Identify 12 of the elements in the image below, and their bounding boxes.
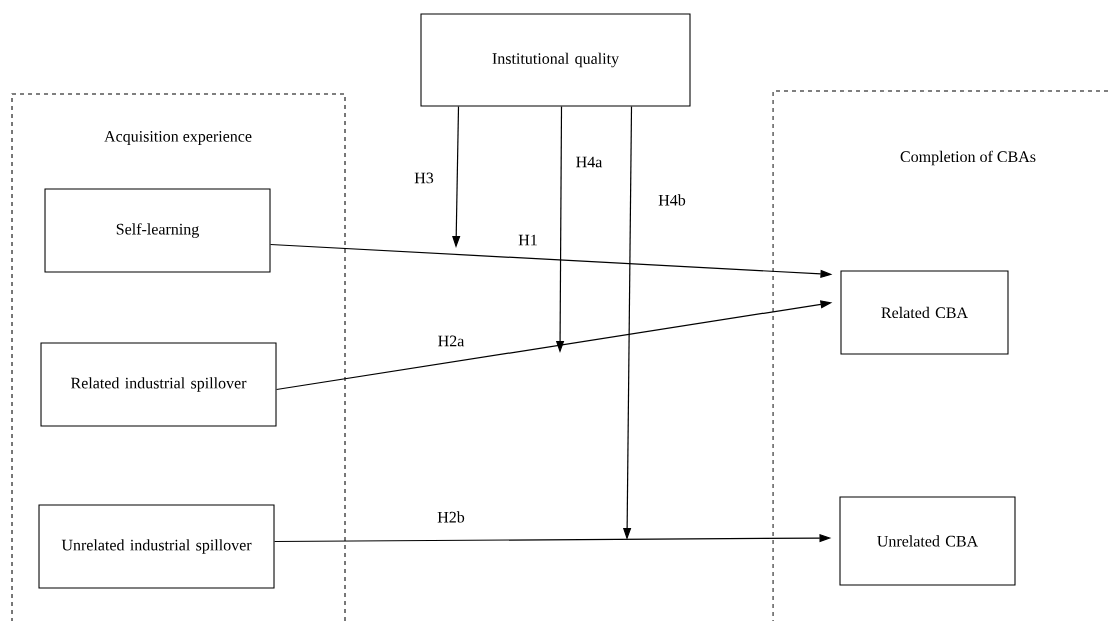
box: Related CBA <box>840 270 1009 355</box>
box: Unrelated CBA <box>839 496 1016 586</box>
edge-label: H4a <box>574 155 604 169</box>
edge-label: H2a <box>436 334 466 348</box>
box: Self-learning <box>44 188 271 273</box>
edge-label: H4b <box>656 193 688 207</box>
box: Related industrial spillover <box>40 342 277 427</box>
edge-label: H3 <box>412 171 436 185</box>
edge-label: H2b <box>435 510 467 524</box>
box: Institutional quality <box>420 13 691 107</box>
edge-label: H1 <box>516 233 540 247</box>
box: Unrelated industrial spillover <box>38 504 275 589</box>
